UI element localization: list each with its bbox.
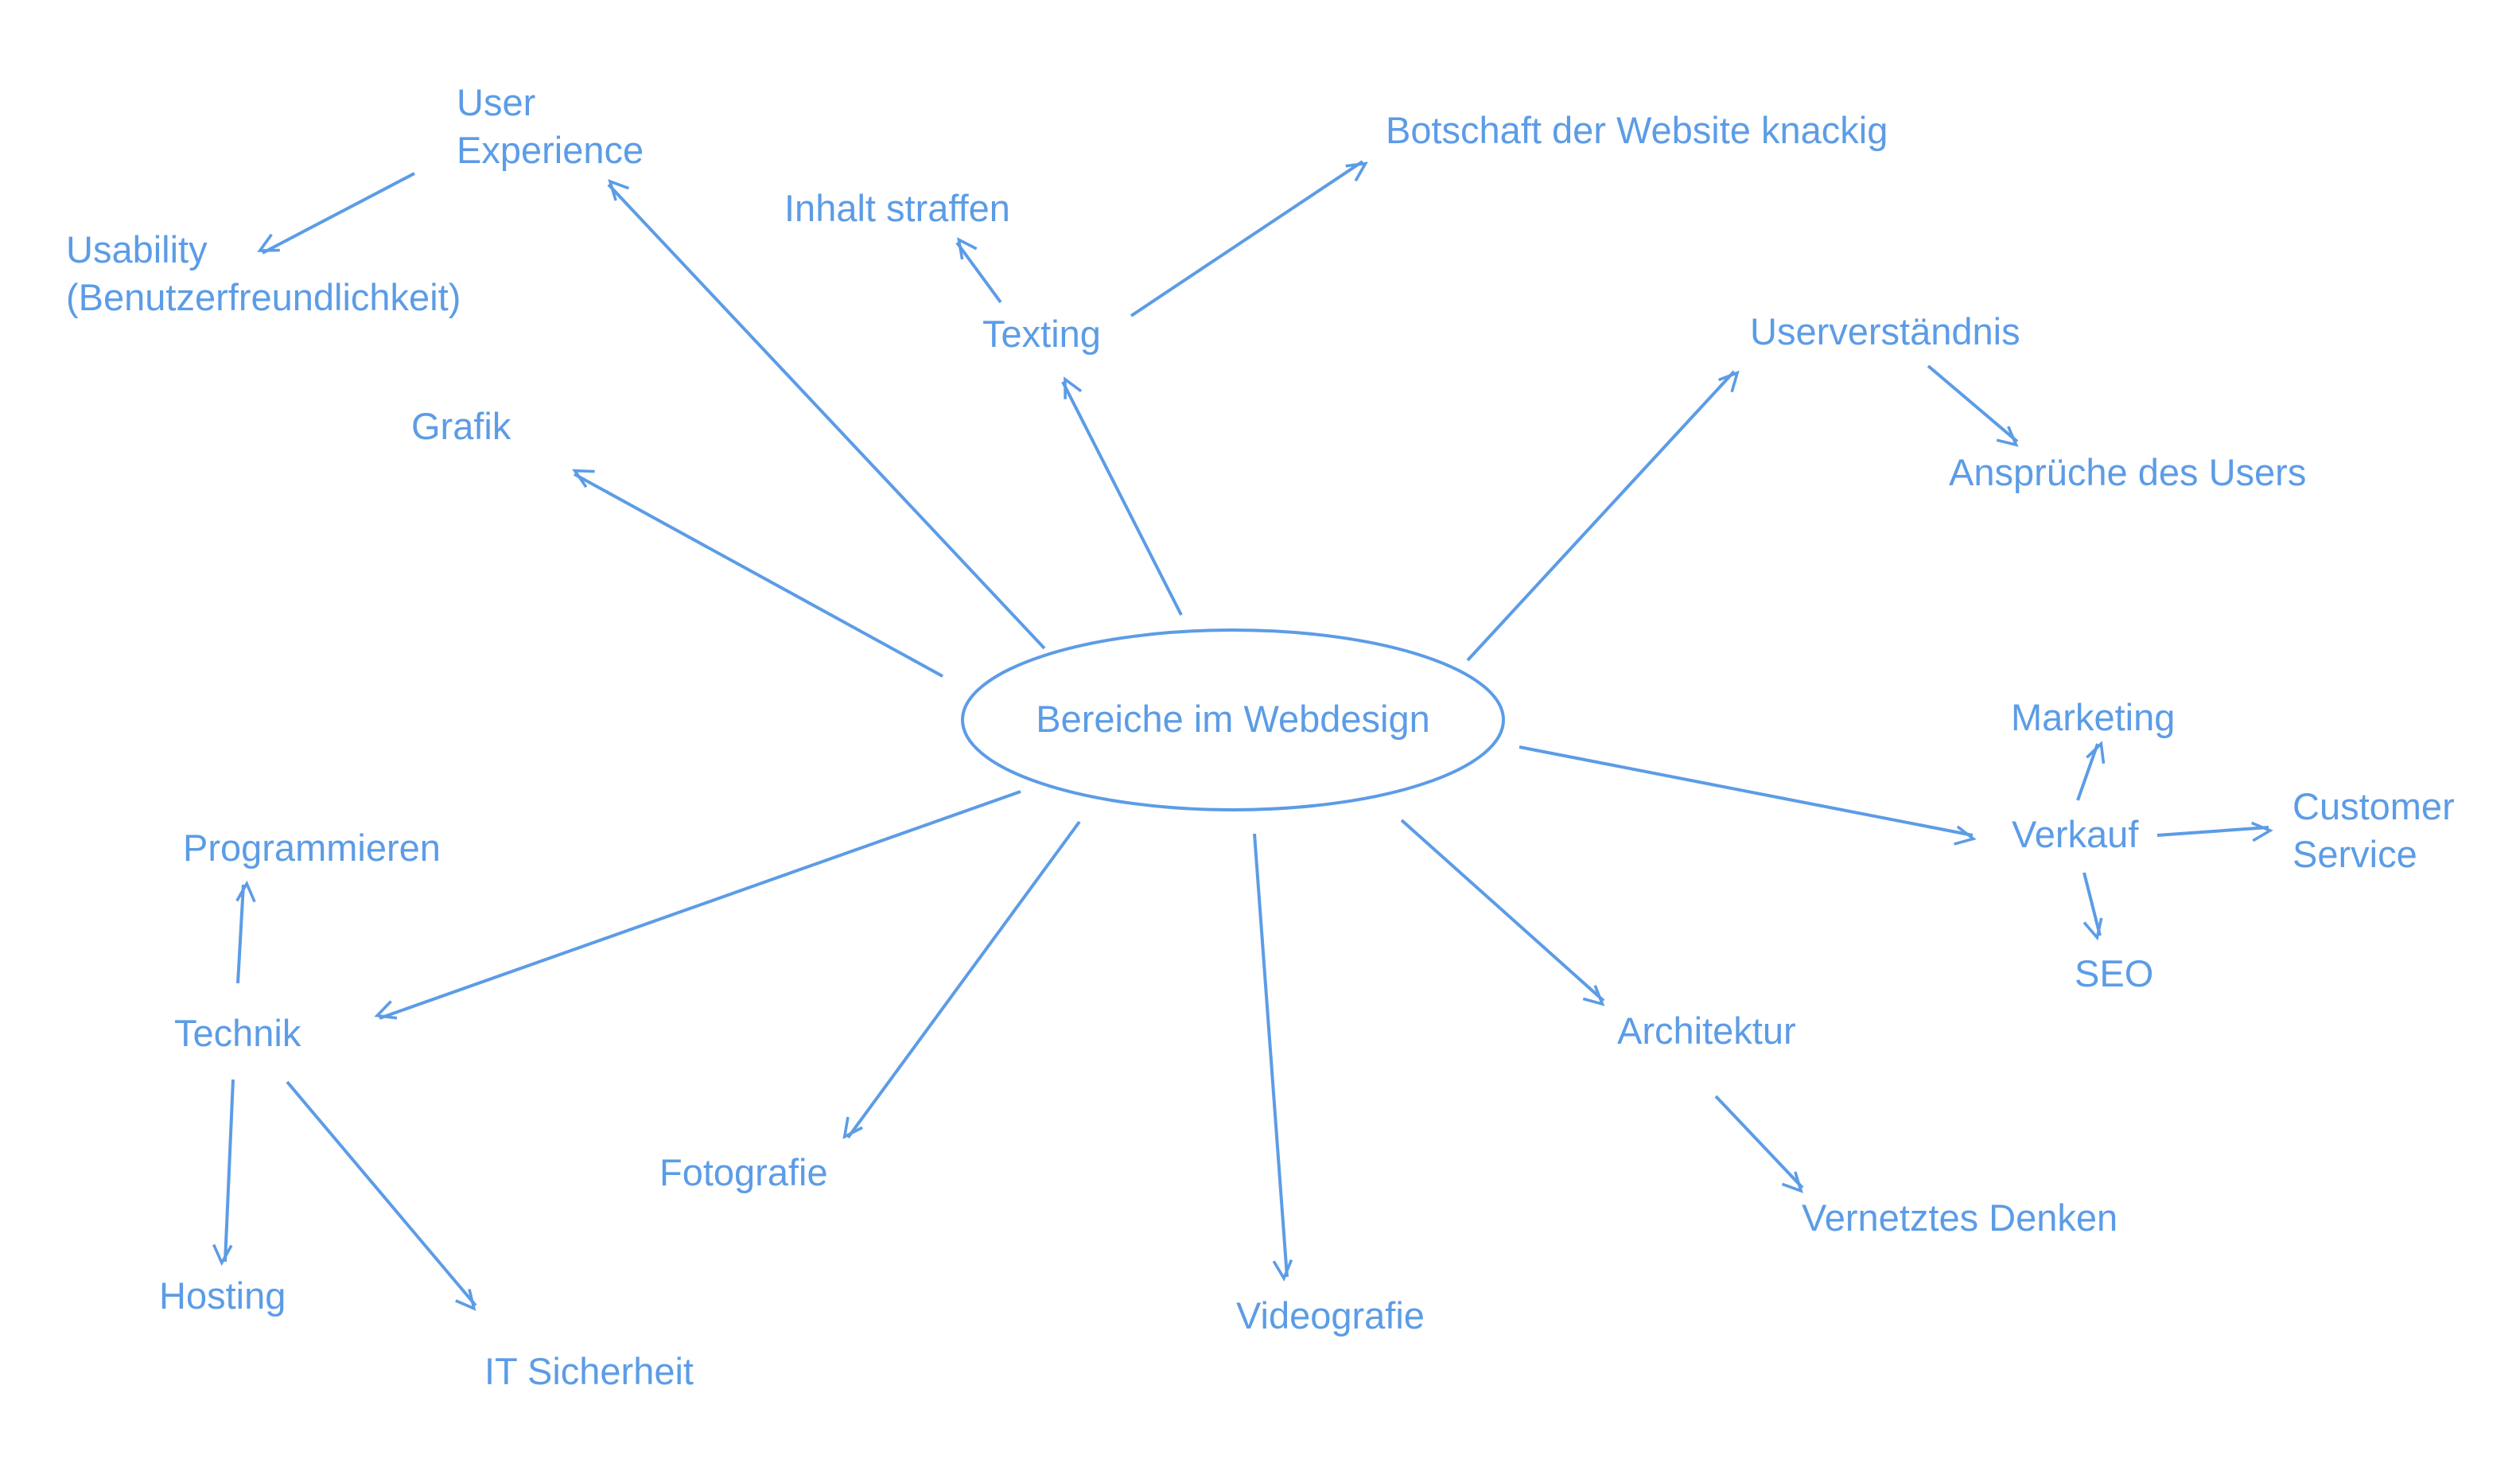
edge-center-to-texting: [1061, 376, 1183, 616]
edge-technik-to-programmieren: [235, 880, 256, 984]
node-userverstaendnis: Userverständnis: [1750, 310, 2020, 352]
node-seo-line-0: SEO: [2075, 952, 2153, 994]
node-usability: Usability (Benutzerfreundlichkeit): [66, 228, 461, 318]
node-verkauf-line-0: Verkauf: [2012, 813, 2139, 855]
node-grafik-line-0: Grafik: [411, 405, 511, 447]
node-technik: Technik: [174, 1012, 301, 1054]
node-fotografie-line-0: Fotografie: [659, 1151, 828, 1193]
node-fotografie: Fotografie: [659, 1151, 828, 1193]
node-marketing-line-0: Marketing: [2011, 696, 2175, 738]
node-usability-line-0: Usability: [66, 228, 208, 270]
node-botschaft: Botschaft der Website knackig: [1386, 109, 1888, 151]
center-node-ellipse: [961, 628, 1505, 811]
node-architektur-line-0: Architektur: [1617, 1010, 1796, 1052]
edge-center-to-userverstaendnis: [1466, 370, 1740, 662]
node-it-sicherheit-line-0: IT Sicherheit: [484, 1350, 694, 1392]
node-usability-line-1: (Benutzerfreundlichkeit): [66, 276, 461, 318]
node-customer-service-line-0: Customer: [2292, 785, 2455, 827]
node-botschaft-line-0: Botschaft der Website knackig: [1386, 109, 1888, 151]
edge-center-to-verkauf: [1519, 745, 1977, 846]
edge-center-to-user-experience: [607, 179, 1046, 650]
node-it-sicherheit: IT Sicherheit: [484, 1350, 694, 1392]
node-vernetztes-denken: Vernetztes Denken: [1802, 1196, 2118, 1239]
edge-technik-to-hosting: [212, 1079, 235, 1266]
node-programmieren-line-0: Programmieren: [183, 827, 441, 869]
edge-user-experience-to-usability: [257, 172, 415, 255]
node-grafik: Grafik: [411, 405, 511, 447]
node-technik-line-0: Technik: [174, 1012, 301, 1054]
node-vernetztes-denken-line-0: Vernetztes Denken: [1802, 1196, 2118, 1239]
edge-verkauf-to-marketing: [2076, 741, 2106, 801]
node-texting: Texting: [982, 313, 1101, 355]
edge-technik-to-it-sicherheit: [286, 1080, 477, 1311]
node-texting-line-0: Texting: [982, 313, 1101, 355]
edge-center-to-grafik: [572, 469, 943, 678]
edge-center-to-technik: [374, 790, 1021, 1020]
node-seo: SEO: [2075, 952, 2153, 994]
node-customer-service-line-1: Service: [2292, 833, 2417, 875]
edge-verkauf-to-seo: [2082, 872, 2103, 941]
node-programmieren: Programmieren: [183, 827, 441, 869]
edge-verkauf-to-customer-service: [2156, 821, 2273, 842]
node-inhalt-straffen-line-0: Inhalt straffen: [784, 187, 1010, 229]
edge-center-to-architektur: [1400, 819, 1605, 1006]
edges-layer: [212, 160, 2273, 1311]
node-inhalt-straffen: Inhalt straffen: [784, 187, 1010, 229]
node-videografie-line-0: Videografie: [1236, 1294, 1425, 1336]
node-videografie: Videografie: [1236, 1294, 1425, 1336]
node-ansprueche-line-0: Ansprüche des Users: [1949, 451, 2306, 493]
node-user-experience-line-0: User: [457, 81, 535, 123]
node-ansprueche: Ansprüche des Users: [1949, 451, 2306, 493]
node-user-experience-line-1: Experience: [457, 129, 644, 171]
center-node-label: Bereiche im Webdesign: [1036, 698, 1430, 740]
node-marketing: Marketing: [2011, 696, 2175, 738]
edge-center-to-videografie: [1253, 833, 1293, 1282]
node-hosting-line-0: Hosting: [159, 1274, 286, 1317]
node-verkauf: Verkauf: [2012, 813, 2139, 855]
edge-texting-to-botschaft: [1130, 160, 1368, 317]
node-architektur: Architektur: [1617, 1010, 1796, 1052]
edge-userverstaendnis-to-ansprueche: [1927, 364, 2019, 447]
node-userverstaendnis-line-0: Userverständnis: [1750, 310, 2020, 352]
edge-texting-to-inhalt-straffen: [955, 237, 1002, 304]
edge-center-to-fotografie: [842, 820, 1081, 1140]
node-hosting: Hosting: [159, 1274, 286, 1317]
edge-architektur-to-vernetztes-denken: [1714, 1095, 1804, 1193]
